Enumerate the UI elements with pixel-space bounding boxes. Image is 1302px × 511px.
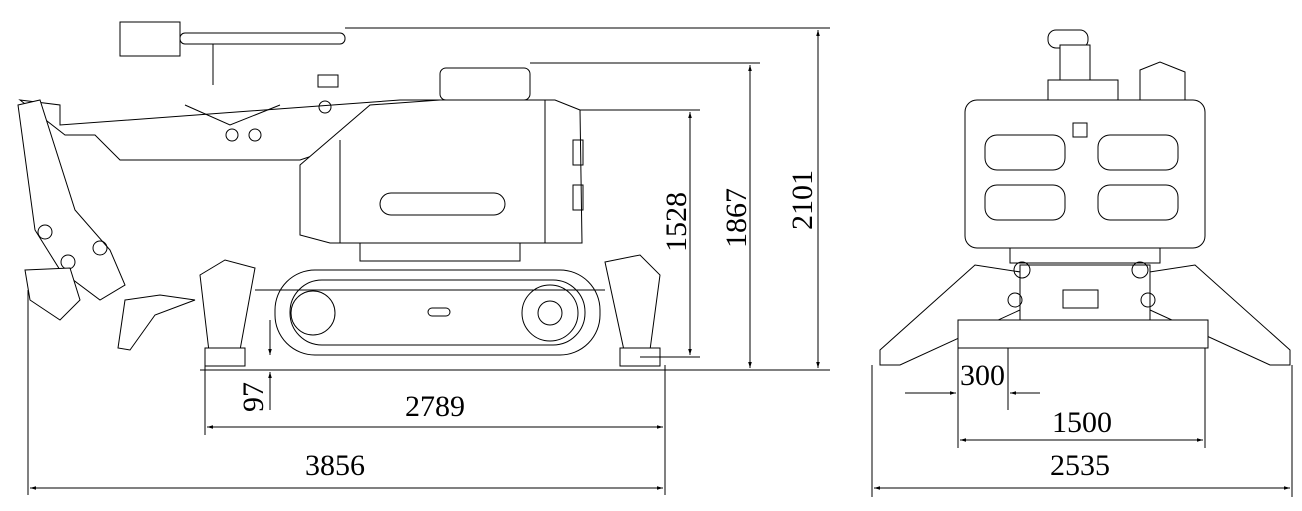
front-view-dimensions: 2535 1500 300 [871, 348, 1293, 497]
dim-track-width: 300 [960, 359, 1005, 392]
dim-track-gauge: 1500 [1052, 406, 1112, 439]
dim-cab-height: 1867 [720, 188, 753, 248]
side-view-dimensions: 3856 2789 97 1528 1867 2101 [27, 27, 830, 495]
dim-overall-height: 2101 [786, 170, 819, 230]
side-view-machine [17, 21, 661, 367]
front-view-machine [879, 29, 1291, 366]
dim-overall-width: 2535 [1050, 449, 1110, 482]
dim-ground-clearance: 97 [237, 382, 270, 412]
dim-overall-length: 3856 [305, 449, 365, 482]
dim-track-length: 2789 [405, 390, 465, 423]
dim-body-height: 1528 [660, 192, 693, 252]
